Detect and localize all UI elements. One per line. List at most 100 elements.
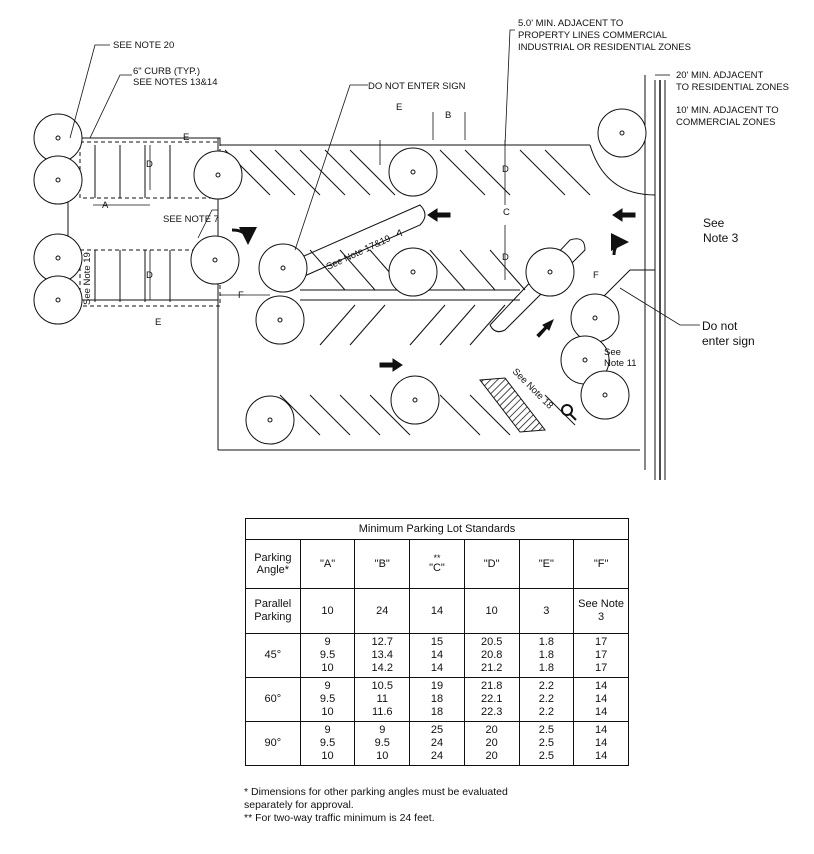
label-see-note-17-19: See Note 17&19 [325, 233, 393, 272]
label-curb-line2: SEE NOTES 13&14 [133, 77, 217, 88]
label-min-5-line2: PROPERTY LINES COMMERCIAL [518, 30, 667, 41]
table-cell-e: 3 [518, 588, 575, 634]
footnote-1-line1: * Dimensions for other parking angles mu… [244, 786, 508, 798]
trees [33, 108, 647, 445]
dim-d-bottom-left: D [146, 270, 153, 281]
header-parking-angle: Parking Angle* [245, 539, 301, 589]
table-cell-d: 21.8 22.1 22.3 [463, 677, 520, 722]
dim-f-right: F [593, 270, 599, 281]
footnote-2: ** For two-way traffic minimum is 24 fee… [244, 812, 435, 824]
arrow-curve-icon [610, 233, 629, 256]
lot-outline [67, 137, 656, 451]
tree-icon [33, 275, 83, 325]
header-f: "F" [573, 539, 629, 589]
footnote-1-line2: separately for approval. [244, 799, 354, 811]
label-min-5-line1: 5.0' MIN. ADJACENT TO [518, 18, 623, 29]
tree-icon [245, 395, 295, 445]
label-see-note-11-line2: Note 11 [604, 358, 637, 369]
table-cell-angle: Parallel Parking [245, 588, 301, 634]
dim-e-top-center: E [396, 102, 402, 113]
table-cell-c: 25 24 24 [409, 721, 465, 766]
dim-e-top-left: E [183, 132, 189, 143]
tree-icon [33, 233, 83, 283]
parking-lot-site-diagram: SEE NOTE 20 6" CURB (TYP.) SEE NOTES 13&… [33, 18, 789, 480]
label-see-note-3-line2: Note 3 [703, 231, 739, 245]
table-cell-a: 9 9.5 10 [299, 633, 356, 678]
table-cell-angle: 45° [245, 633, 301, 678]
table-cell-a: 10 [299, 588, 356, 634]
label-min-20-line1: 20' MIN. ADJACENT [676, 70, 764, 81]
arrow-diagonal-icon [536, 318, 554, 338]
table-header-row: Parking Angle* "A" "B" **"C" "D" "E" "F" [245, 539, 629, 589]
table-cell-a: 9 9.5 10 [299, 721, 356, 766]
label-see-note-7: SEE NOTE 7 [163, 214, 219, 225]
header-d: "D" [463, 539, 520, 589]
left-stalls [79, 141, 221, 307]
table-cell-c: 14 [409, 588, 465, 634]
label-curb-line1: 6" CURB (TYP.) [133, 66, 200, 77]
dim-d-top-right: D [502, 164, 509, 175]
tree-icon [597, 108, 647, 158]
label-see-note-11-line1: See [604, 347, 621, 358]
table-cell-b: 12.7 13.4 14.2 [354, 633, 411, 678]
table-cell-b: 24 [354, 588, 411, 634]
table-cell-d: 20.5 20.8 21.2 [463, 633, 520, 678]
property-lines [644, 75, 666, 480]
table-cell-f: 14 14 14 [573, 721, 629, 766]
hatched-aisle [479, 377, 546, 433]
tree-icon [190, 235, 240, 285]
table-cell-e: 2.2 2.2 2.2 [518, 677, 575, 722]
table-cell-b: 10.5 11 11.6 [354, 677, 411, 722]
label-do-not-enter-line1: Do not [702, 319, 738, 333]
tree-icon [388, 247, 438, 297]
tree-icon [388, 147, 438, 197]
table-cell-a: 9 9.5 10 [299, 677, 356, 722]
label-min-20-line2: TO RESIDENTIAL ZONES [676, 82, 789, 93]
label-see-note-3-line1: See [703, 216, 725, 230]
tree-icon [33, 155, 83, 205]
table-cell-d: 10 [463, 588, 520, 634]
dim-d-top-left: D [146, 159, 153, 170]
table-cell-f: See Note 3 [573, 588, 629, 634]
table-cell-b: 9 9.5 10 [354, 721, 411, 766]
label-min-5-line3: INDUSTRIAL OR RESIDENTIAL ZONES [518, 42, 691, 53]
footnotes: * Dimensions for other parking angles mu… [244, 786, 604, 825]
table-cell-f: 17 17 17 [573, 633, 629, 678]
table-cell-c: 19 18 18 [409, 677, 465, 722]
tree-icon [255, 295, 305, 345]
label-see-note-20: SEE NOTE 20 [113, 40, 174, 51]
table-cell-c: 15 14 14 [409, 633, 465, 678]
leader-lines [69, 29, 700, 326]
label-min-10-line2: COMMERCIAL ZONES [676, 117, 775, 128]
tree-icon [258, 243, 308, 293]
table-cell-angle: 60° [245, 677, 301, 722]
dim-f-left: F [238, 290, 244, 301]
dim-a-left: A [102, 200, 109, 211]
header-e: "E" [518, 539, 575, 589]
table-cell-d: 20 20 20 [463, 721, 520, 766]
arrow-curve-icon [231, 226, 257, 245]
table-cell-e: 1.8 1.8 1.8 [518, 633, 575, 678]
arrow-left-icon [612, 208, 636, 222]
table-cell-f: 14 14 14 [573, 677, 629, 722]
header-c: **"C" [409, 539, 465, 589]
label-do-not-enter-sign-top: DO NOT ENTER SIGN [368, 81, 466, 92]
header-c-mark: ** [433, 553, 441, 563]
header-a: "A" [299, 539, 356, 589]
arrow-left-icon [427, 208, 451, 222]
table-cell-angle: 90° [245, 721, 301, 766]
dim-d-bottom-right: D [502, 252, 509, 263]
label-do-not-enter-line2: enter sign [702, 334, 755, 348]
tree-icon [570, 293, 620, 343]
header-c-label: "C" [429, 562, 445, 574]
angled-stalls [224, 149, 591, 436]
tree-icon [580, 370, 630, 420]
arrow-right-icon [379, 358, 403, 372]
table-caption: Minimum Parking Lot Standards [245, 518, 629, 540]
table-cell-e: 2.5 2.5 2.5 [518, 721, 575, 766]
